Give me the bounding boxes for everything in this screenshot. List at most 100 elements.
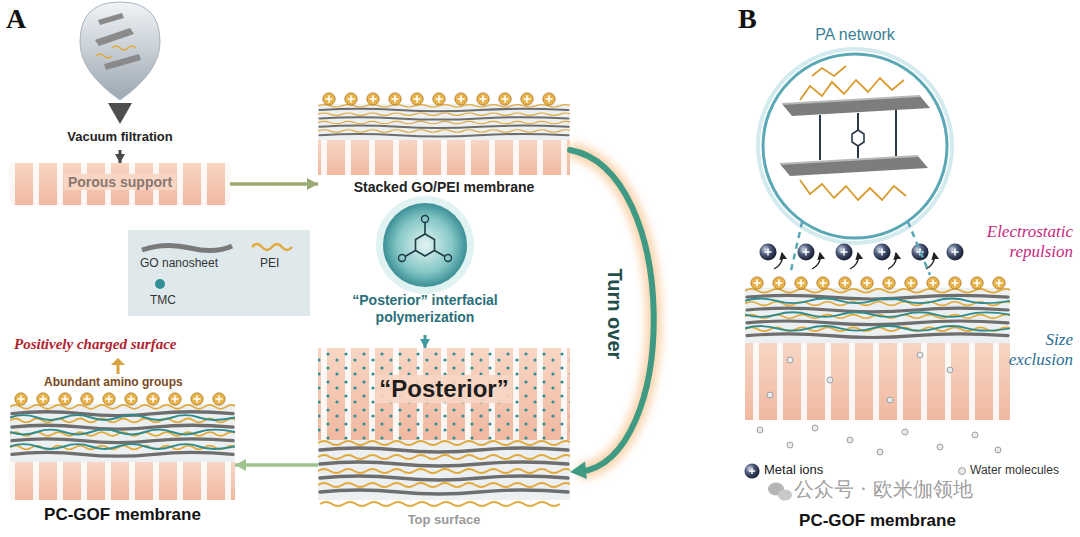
- funnel-node: Vacuum filtration: [50, 0, 190, 150]
- metal-ions: [798, 244, 815, 261]
- pc-gof-membrane: [993, 277, 1005, 289]
- zoom-title: PA network: [760, 26, 950, 44]
- mechanism-label: Electrostatic repulsion: [948, 222, 1073, 261]
- pa-network-zoom: [763, 54, 947, 238]
- pc-gof-membrane: [10, 393, 237, 500]
- legend-box: [128, 230, 310, 316]
- pc-gof-membrane: [59, 393, 71, 405]
- process-arrow: [235, 459, 318, 471]
- mechanism-label: Size exclusion: [995, 330, 1073, 369]
- water-molecules: [937, 444, 943, 450]
- tmc-sphere: [376, 196, 474, 294]
- pc-gof-membrane: [10, 462, 235, 500]
- watermark: 公众号 · 欧米伽领地: [794, 478, 973, 501]
- legend-text: PEI: [260, 257, 279, 271]
- arrow-head: [420, 339, 430, 348]
- water-molecules: [995, 447, 1001, 453]
- legend-text: TMC: [150, 294, 176, 308]
- legend-text: GO nanosheet: [140, 257, 218, 271]
- water-molecules: [917, 352, 923, 358]
- pc-gof-membrane: [103, 393, 115, 405]
- stacked-membrane: [318, 140, 570, 175]
- stacked-membrane: [521, 93, 533, 105]
- metal-ions: [912, 244, 929, 261]
- metal-ion-key: [744, 463, 759, 478]
- metal-ions: [888, 253, 896, 269]
- pc-gof-membrane: [839, 277, 851, 289]
- membrane-caption: PC-GOF membrane: [10, 505, 235, 525]
- arrow-head: [235, 459, 246, 471]
- key-label: Metal ions: [764, 463, 823, 478]
- posterior-membrane: [318, 440, 572, 500]
- funnel-droplet: [95, 28, 134, 46]
- pc-gof-membrane: [971, 277, 983, 289]
- pc-gof-membrane: [147, 393, 159, 405]
- process-arrow: [420, 335, 430, 348]
- stacked-membrane: [345, 93, 357, 105]
- tmc-sphere: [376, 196, 474, 294]
- pa-network-zoom: [852, 130, 864, 146]
- arrow-head: [307, 178, 318, 190]
- turn-over-arrow: [570, 150, 654, 479]
- stacked-membrane: [455, 93, 467, 105]
- funnel-droplet: [80, 2, 160, 100]
- pc-gof-membrane: [10, 404, 237, 462]
- pc-gof-membrane: [745, 288, 1012, 343]
- pc-gof-membrane: [191, 393, 203, 405]
- pc-gof-membrane: [10, 415, 235, 449]
- stacked-membrane: [433, 93, 445, 105]
- posterior-membrane: [320, 502, 560, 506]
- zoom-dashed-line: [790, 221, 930, 275]
- membrane-node: PC-GOF membrane: [10, 392, 235, 530]
- posterior-membrane: [318, 348, 570, 440]
- legend-box: [155, 279, 165, 289]
- arrow-glow: [570, 150, 654, 472]
- watermark-icon: [768, 483, 792, 501]
- water-molecules: [787, 357, 793, 363]
- pc-gof-membrane: [745, 299, 1010, 331]
- stacked-membrane: [367, 93, 379, 105]
- funnel-droplet: [96, 54, 112, 58]
- legend-box: [252, 244, 292, 250]
- water-molecules: [847, 437, 853, 443]
- pc-gof-membrane: [773, 277, 785, 289]
- pc-gof-membrane: [213, 393, 225, 405]
- connector-line: [790, 221, 802, 275]
- stacked-membrane: [477, 93, 489, 105]
- pc-gof-membrane: [745, 343, 1010, 420]
- legend-box: [142, 245, 232, 250]
- pc-gof-membrane: [883, 277, 895, 289]
- pa-network-zoom: [782, 96, 930, 116]
- funnel-droplet: [80, 2, 160, 124]
- metal-ions: [760, 244, 964, 270]
- metal-ions: [947, 244, 964, 261]
- membrane-node: “Posterior”Top surface: [318, 348, 570, 533]
- pa-network-zoom: [780, 156, 928, 176]
- posterior-membrane: [318, 348, 572, 506]
- pc-gof-membrane: [37, 393, 49, 405]
- pc-gof-membrane: [927, 277, 939, 289]
- posterior-membrane: [318, 348, 570, 440]
- membrane-node: Stacked GO/PEI membrane: [318, 92, 570, 200]
- stacked-membrane: [411, 93, 423, 105]
- pc-gof-membrane: [905, 277, 917, 289]
- pc-gof-membrane: [795, 277, 807, 289]
- pc-gof-membrane: [751, 277, 763, 289]
- pc-gof-membrane: [125, 393, 137, 405]
- connector-line: [908, 221, 930, 275]
- panel-letter: B: [738, 3, 757, 35]
- up-arrow: [111, 358, 125, 365]
- pc-gof-membrane: [949, 277, 961, 289]
- step-label: Vacuum filtration: [50, 130, 190, 145]
- panel-letter: A: [6, 3, 26, 35]
- water-molecules: [767, 392, 773, 398]
- process-arrow: [230, 178, 318, 190]
- watermark-icon: [778, 490, 792, 501]
- tmc-sphere: [405, 222, 445, 257]
- porous-support: [10, 163, 230, 205]
- metal-ions: [812, 253, 820, 269]
- pa-network-zoom: [800, 78, 904, 100]
- water-molecules: [972, 432, 978, 438]
- stacked-membrane: [318, 104, 572, 140]
